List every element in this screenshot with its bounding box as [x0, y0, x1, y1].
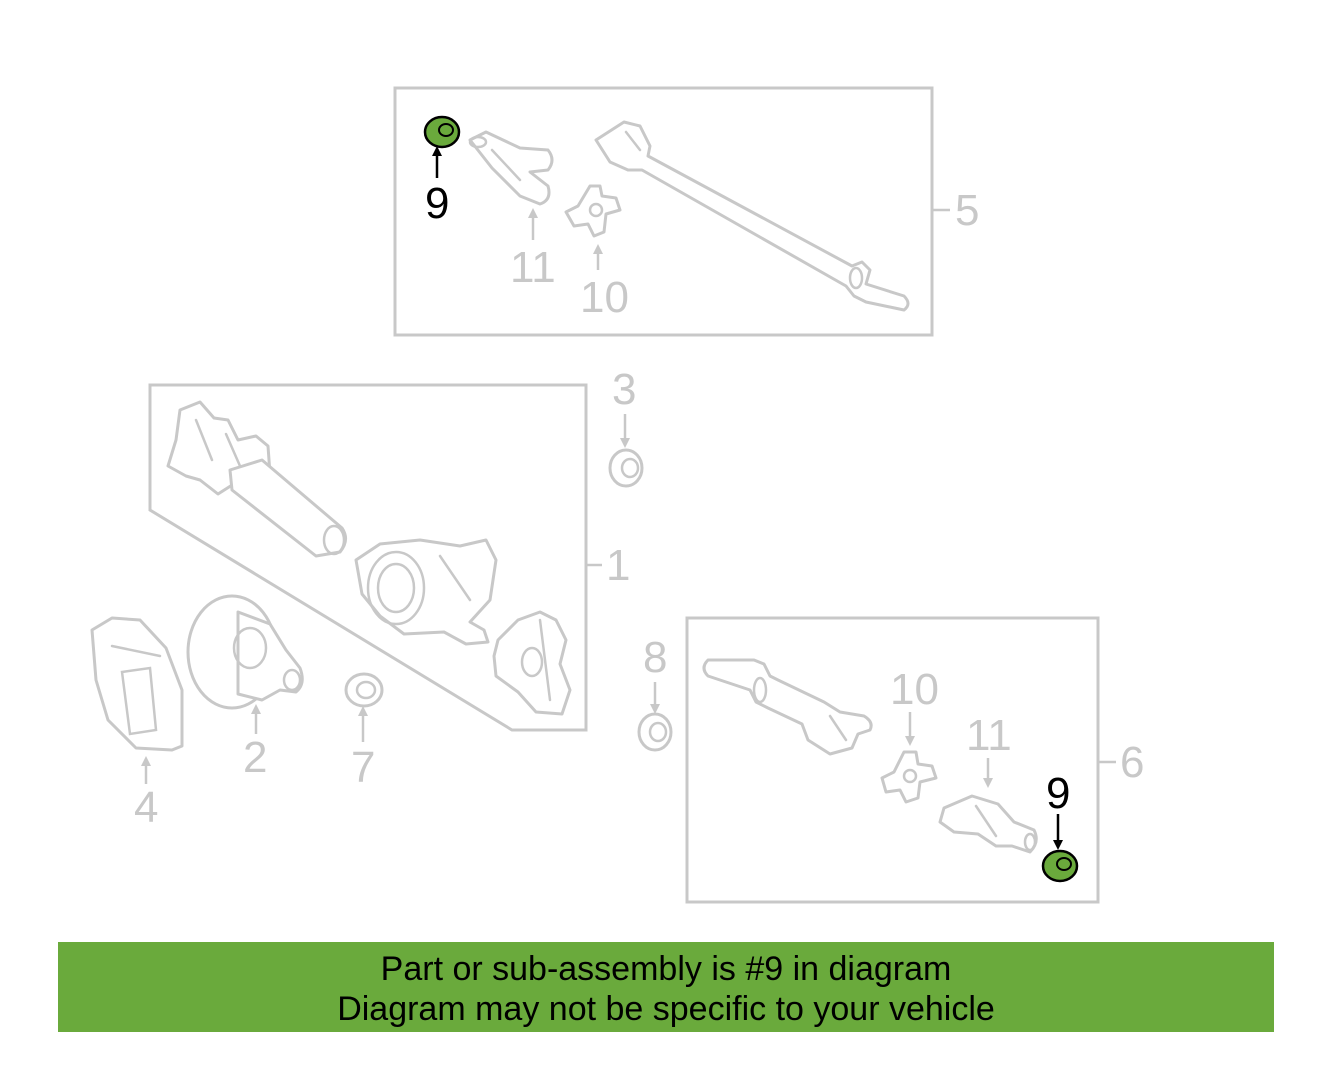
- part-9-seal-top[interactable]: [423, 115, 461, 149]
- assembly-box-6: [685, 616, 1100, 904]
- axle-shaft-assembly-bottom: 6 10 11 9: [685, 616, 1144, 904]
- part-11-yoke-bottom: [938, 794, 1038, 854]
- callout-3: 3: [612, 365, 636, 414]
- callout-7: 7: [351, 743, 375, 792]
- banner-line-2: Diagram may not be specific to your vehi…: [337, 990, 995, 1028]
- part-10-u-joint-bottom: [880, 750, 938, 804]
- callout-2: 2: [243, 733, 267, 782]
- callout-9-bottom: 9: [1046, 769, 1070, 818]
- part-4-cover: 4: [90, 616, 184, 832]
- part-11-yoke-top: [468, 130, 554, 206]
- parts-diagram: 5 9 11 10: [90, 86, 1144, 904]
- callout-5: 5: [955, 186, 979, 235]
- assembly-box-5: [393, 86, 934, 337]
- banner-line-1: Part or sub-assembly is #9 in diagram: [380, 950, 952, 988]
- callout-10-bottom: 10: [890, 665, 939, 714]
- part-7-seal: 7: [344, 672, 384, 792]
- part-3-washer: 3: [608, 365, 644, 488]
- info-banner: Part or sub-assembly is #9 in diagram Di…: [58, 942, 1274, 1032]
- callout-4: 4: [134, 783, 158, 832]
- callout-1: 1: [606, 541, 630, 590]
- axle-housing-assembly: 1: [148, 383, 630, 732]
- part-9-seal-bottom[interactable]: [1041, 849, 1079, 883]
- part-2-differential: 2: [186, 594, 304, 782]
- part-10-u-joint-top: [564, 184, 622, 238]
- callout-9-top: 9: [425, 179, 449, 228]
- callout-8: 8: [643, 633, 667, 682]
- callout-6: 6: [1120, 738, 1144, 787]
- callout-11-bottom: 11: [966, 711, 1012, 760]
- axle-housing: [166, 400, 572, 716]
- assembly-box-1: [148, 383, 588, 732]
- axle-shaft-top: [594, 120, 910, 312]
- axle-shaft-bottom: [702, 658, 873, 756]
- part-8-washer: 8: [637, 633, 673, 752]
- callout-10-top: 10: [580, 273, 629, 322]
- callout-11-top: 11: [510, 243, 556, 292]
- axle-shaft-assembly-top: 5 9 11 10: [393, 86, 979, 337]
